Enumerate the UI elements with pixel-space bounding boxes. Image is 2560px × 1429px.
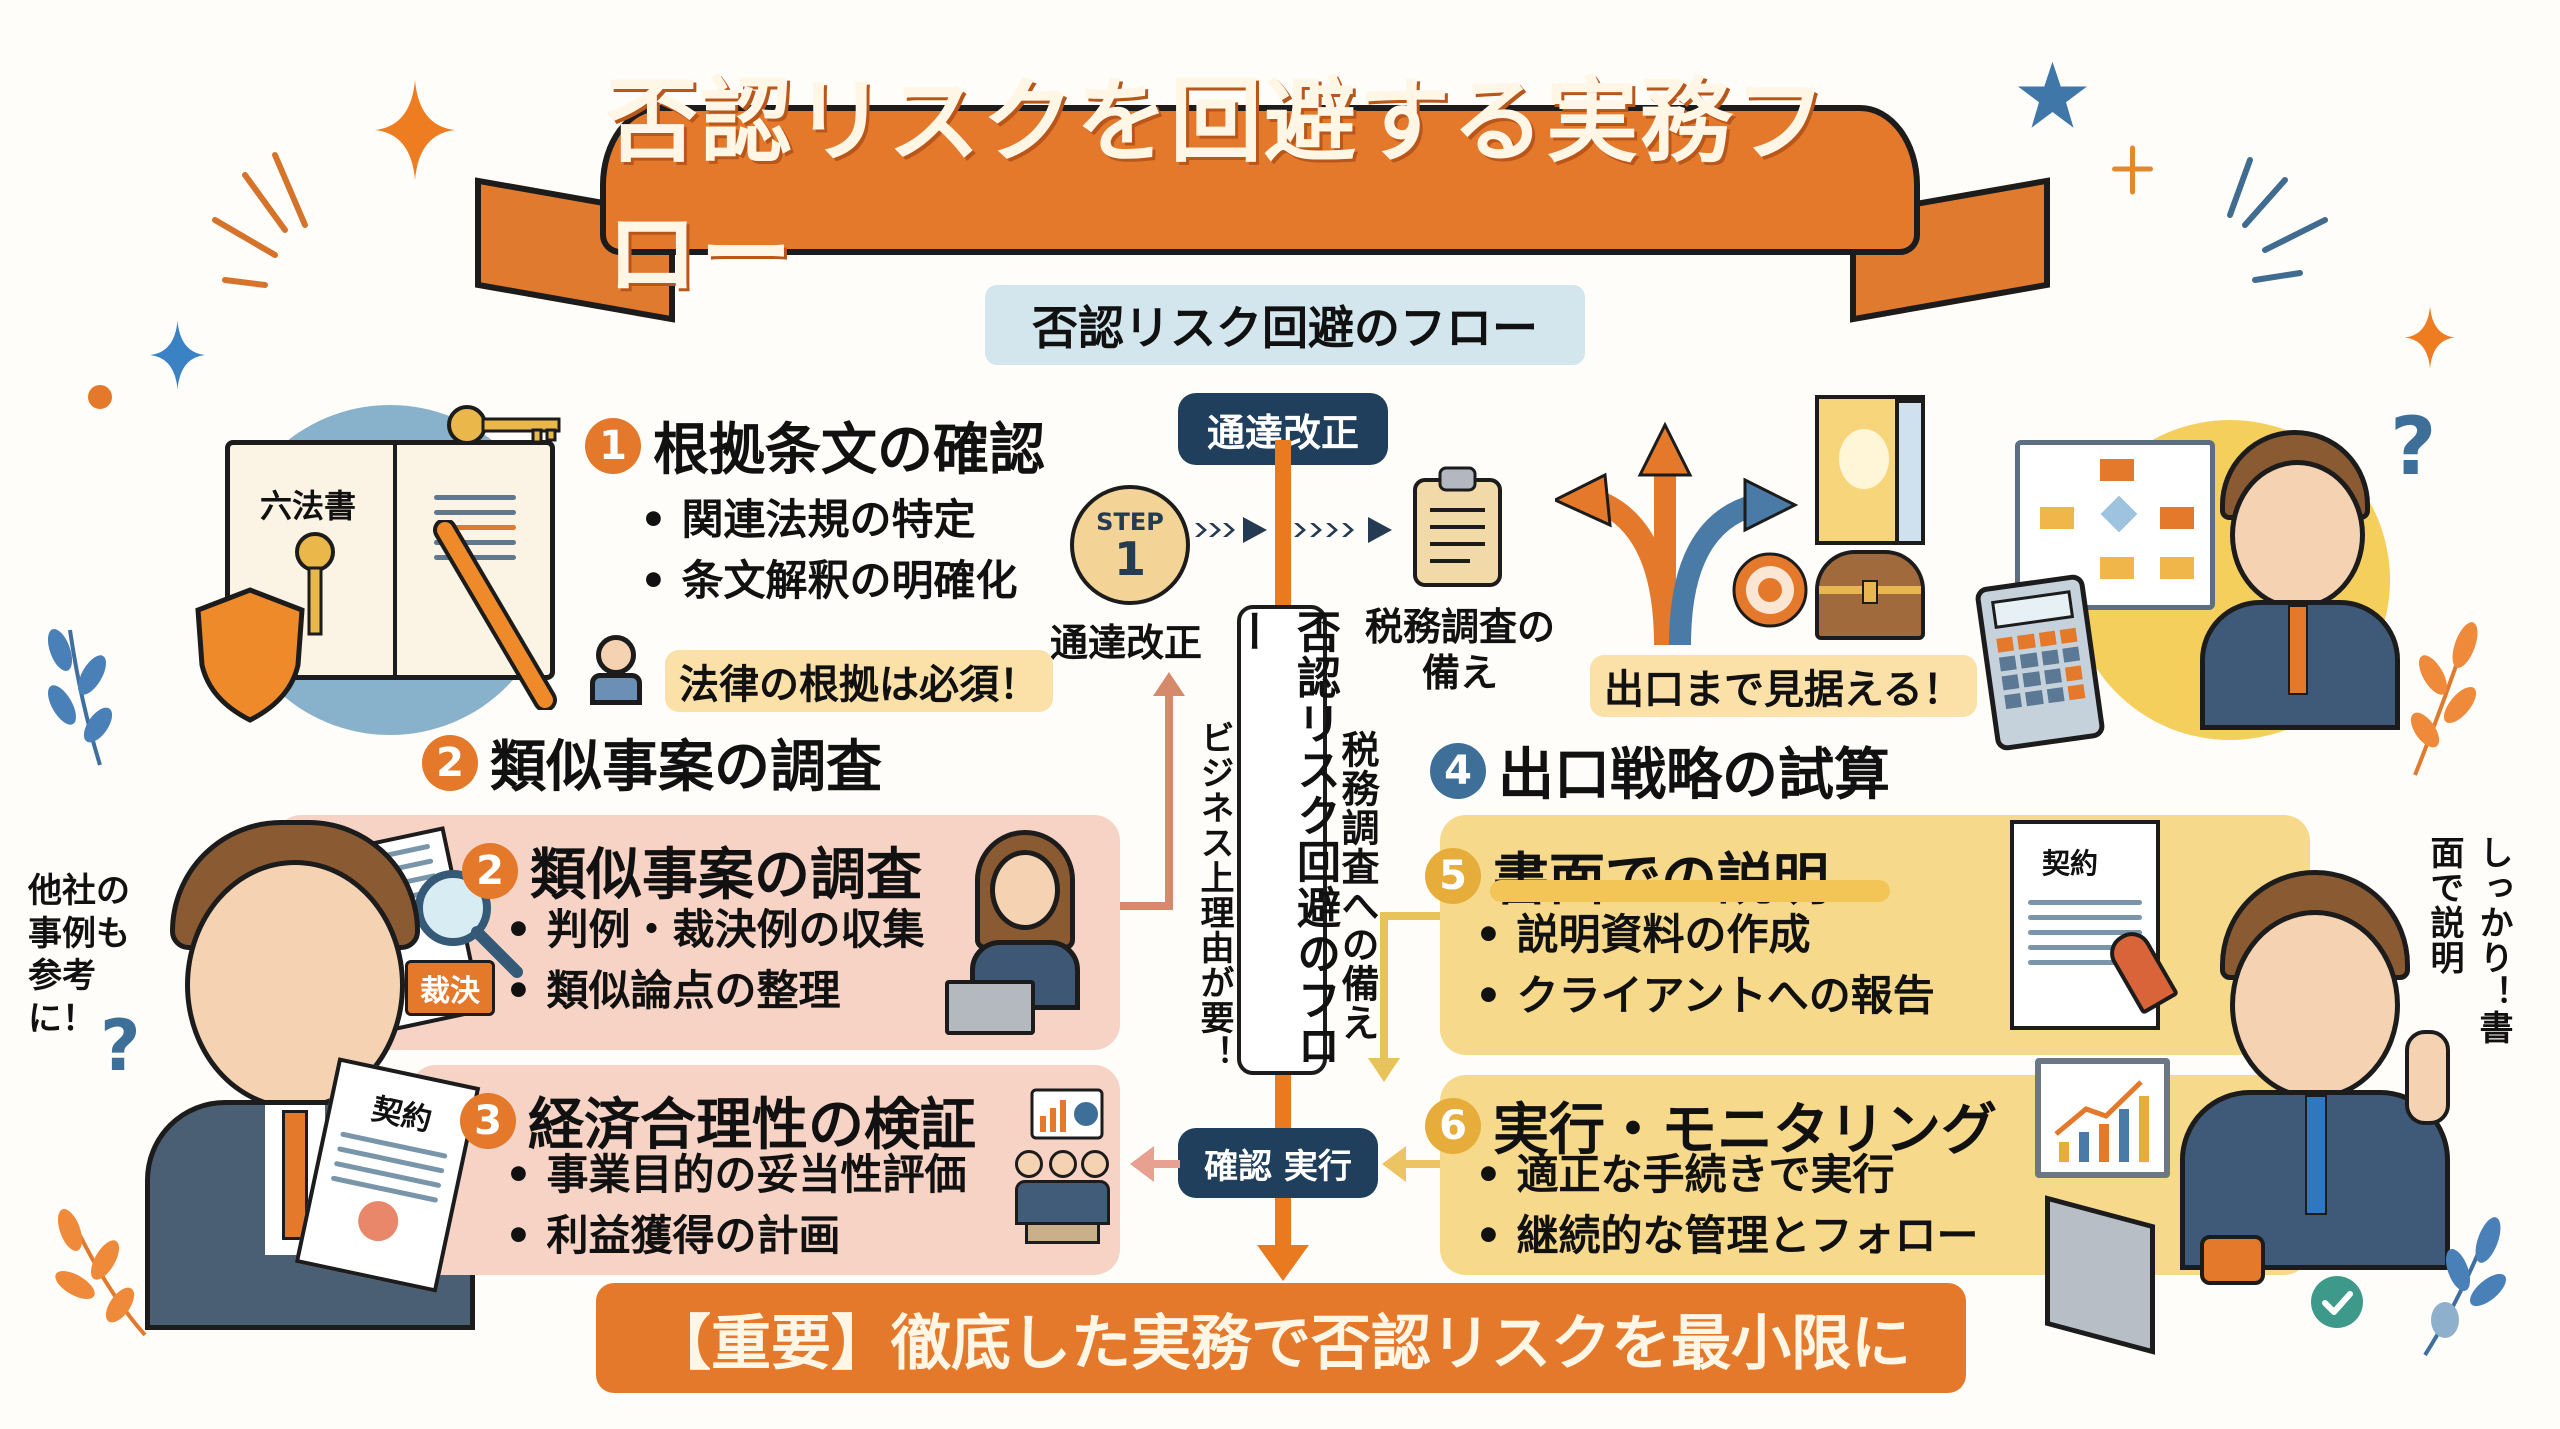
step-5-heading: 5 書面での説明 [1425, 835, 1829, 916]
step-badge-label: STEP [1096, 508, 1164, 536]
footer-banner: 【重要】徹底した実務で否認リスクを最小限に [596, 1283, 1966, 1393]
step-3-number: 3 [460, 1092, 516, 1149]
connector-up-arrow [1165, 690, 1173, 910]
shield-icon [195, 587, 305, 723]
step-4-heading: 4 出口戦略の試算 [1430, 730, 1890, 811]
reading-woman-icon [945, 830, 1105, 1040]
subtitle-label: 否認リスク回避のフロー [985, 285, 1585, 365]
sparkle-icon [2405, 306, 2455, 369]
flow-vertical-label: 否認リスク回避のフロー [1225, 605, 1340, 1075]
step-2-heading: 2 類似事案の調査 [422, 722, 882, 803]
step-1-bullet: 関連法規の特定 [640, 490, 1017, 551]
step-3-bullet: 事業目的の妥当性評価 [505, 1145, 966, 1206]
contract-document-icon: 契約 [2010, 820, 2160, 1030]
step-2-card-title: 類似事案の調査 [530, 843, 922, 908]
branching-arrows-icon [1555, 421, 1799, 646]
step-5-title: 書面での説明 [1493, 835, 1829, 916]
step-2-title: 類似事案の調査 [490, 735, 882, 800]
step-2-bullet: 判例・裁決例の収集 [505, 900, 924, 961]
step-1-note: 法律の根拠は必須！ [665, 650, 1053, 712]
left-vertical-note: ビジネス上理由が要！ [1194, 720, 1234, 1070]
step-4-note: 出口まで見据える！ [1590, 655, 1977, 717]
meeting-people-icon [1015, 1150, 1110, 1250]
step-3-bullet: 利益獲得の計画 [505, 1206, 966, 1267]
step-6-bullet: 継続的な管理とフォロー [1475, 1206, 1978, 1267]
sparkle-icon [375, 80, 455, 180]
burst-lines-icon [2227, 157, 2328, 283]
burst-lines-icon [212, 152, 308, 288]
step-2-number: 2 [422, 734, 478, 791]
top-pill-tsutatsu: 通達改正 [1178, 393, 1388, 465]
door-icon [1815, 395, 1925, 545]
ruling-tag: 裁決 [405, 960, 495, 1016]
step-2-card-heading: 2 類似事案の調査 [462, 830, 922, 911]
clipboard-caption: 税務調査の 備え [1364, 605, 1555, 695]
key-icon [447, 405, 561, 445]
step-5-number: 5 [1425, 847, 1481, 904]
flow-spine-arrowhead [1257, 1245, 1309, 1281]
laurel-icon [55, 1209, 147, 1337]
step-1-heading: 1 根拠条文の確認 [585, 405, 1045, 486]
businessman-left-icon [145, 820, 475, 1330]
chart-bubble-icon [1030, 1088, 1104, 1140]
bottom-pill-confirm-execute: 確認 実行 [1178, 1128, 1378, 1198]
dotted-arrow-icon [1294, 517, 1392, 543]
step-3-bullets: 事業目的の妥当性評価 利益獲得の計画 [505, 1145, 966, 1267]
star-icon [2018, 61, 2087, 128]
step-5-bullet: 説明資料の作成 [1475, 905, 1935, 966]
step-caption: 通達改正 [1050, 621, 1203, 665]
step-2-bullets: 判例・裁決例の収集 類似論点の整理 [505, 900, 924, 1022]
title-banner: 否認リスクを回避する実務フロー [600, 68, 1920, 308]
step-badge: STEP 1 [1070, 485, 1190, 605]
step-1-number: 1 [585, 417, 641, 474]
step-6-bullet: 適正な手続きで実行 [1475, 1145, 1978, 1206]
connector-down-arrowhead [1368, 1058, 1400, 1082]
plus-sparkle-icon [2112, 145, 2153, 195]
target-icon [1732, 552, 1808, 628]
step-1-bullets: 関連法規の特定 条文解釈の明確化 [640, 490, 1017, 612]
check-icon [2311, 1276, 2363, 1328]
dot-decoration [88, 385, 112, 409]
treasure-chest-icon [1815, 550, 1925, 640]
chart-monitor-icon [2035, 1058, 2170, 1178]
businessman-presenter-icon [2200, 430, 2400, 730]
step-5-side-note: しっかり！書面で説明 [2424, 835, 2513, 1045]
book-label: 六法書 [260, 487, 357, 525]
step-5-bullet: クライアントへの報告 [1475, 966, 1934, 1027]
pen-icon [433, 520, 557, 710]
arrow-from-step6 [1400, 1160, 1445, 1168]
toy-bus-icon [2200, 1235, 2265, 1285]
worried-person-icon [590, 635, 642, 705]
step-6-bullets: 適正な手続きで実行 継続的な管理とフォロー [1475, 1145, 1978, 1267]
dotted-arrow-icon [1195, 517, 1267, 543]
step-5-bullets: 説明資料の作成 クライアントへの報告 [1475, 905, 1935, 1027]
clipboard-icon [1413, 466, 1502, 587]
step-1-bullet: 条文解釈の明確化 [640, 551, 1017, 612]
calculator-icon [1974, 573, 2106, 752]
question-mark-icon: ? [2390, 400, 2437, 493]
key-icon [295, 532, 335, 636]
page-title: 否認リスクを回避する実務フロー [606, 68, 1829, 308]
right-vertical-note: 税務調査への備え [1335, 730, 1379, 1042]
connector-down-arrow [1380, 912, 1440, 920]
sparkle-icon [150, 320, 205, 390]
thumbs-up-icon [2405, 1030, 2450, 1125]
step-badge-number: 1 [1113, 532, 1146, 586]
step-1-title: 根拠条文の確認 [653, 418, 1045, 483]
laurel-icon [2410, 622, 2478, 776]
connector-up-arrowhead [1153, 672, 1185, 696]
step-2-bullet: 類似論点の整理 [505, 961, 924, 1022]
laurel-icon [47, 629, 113, 766]
step-5-underline [1490, 880, 1890, 902]
arrow-left-to-step3 [1150, 1160, 1180, 1168]
laurel-icon [2423, 1217, 2507, 1357]
step-6-number: 6 [1425, 1097, 1481, 1154]
step-2-side-note: 他社の事例も参考に！ [28, 871, 130, 1039]
question-mark-icon: ? [100, 1005, 141, 1087]
step-4-title: 出口戦略の試算 [1498, 743, 1890, 808]
step-4-number: 4 [1430, 742, 1486, 799]
